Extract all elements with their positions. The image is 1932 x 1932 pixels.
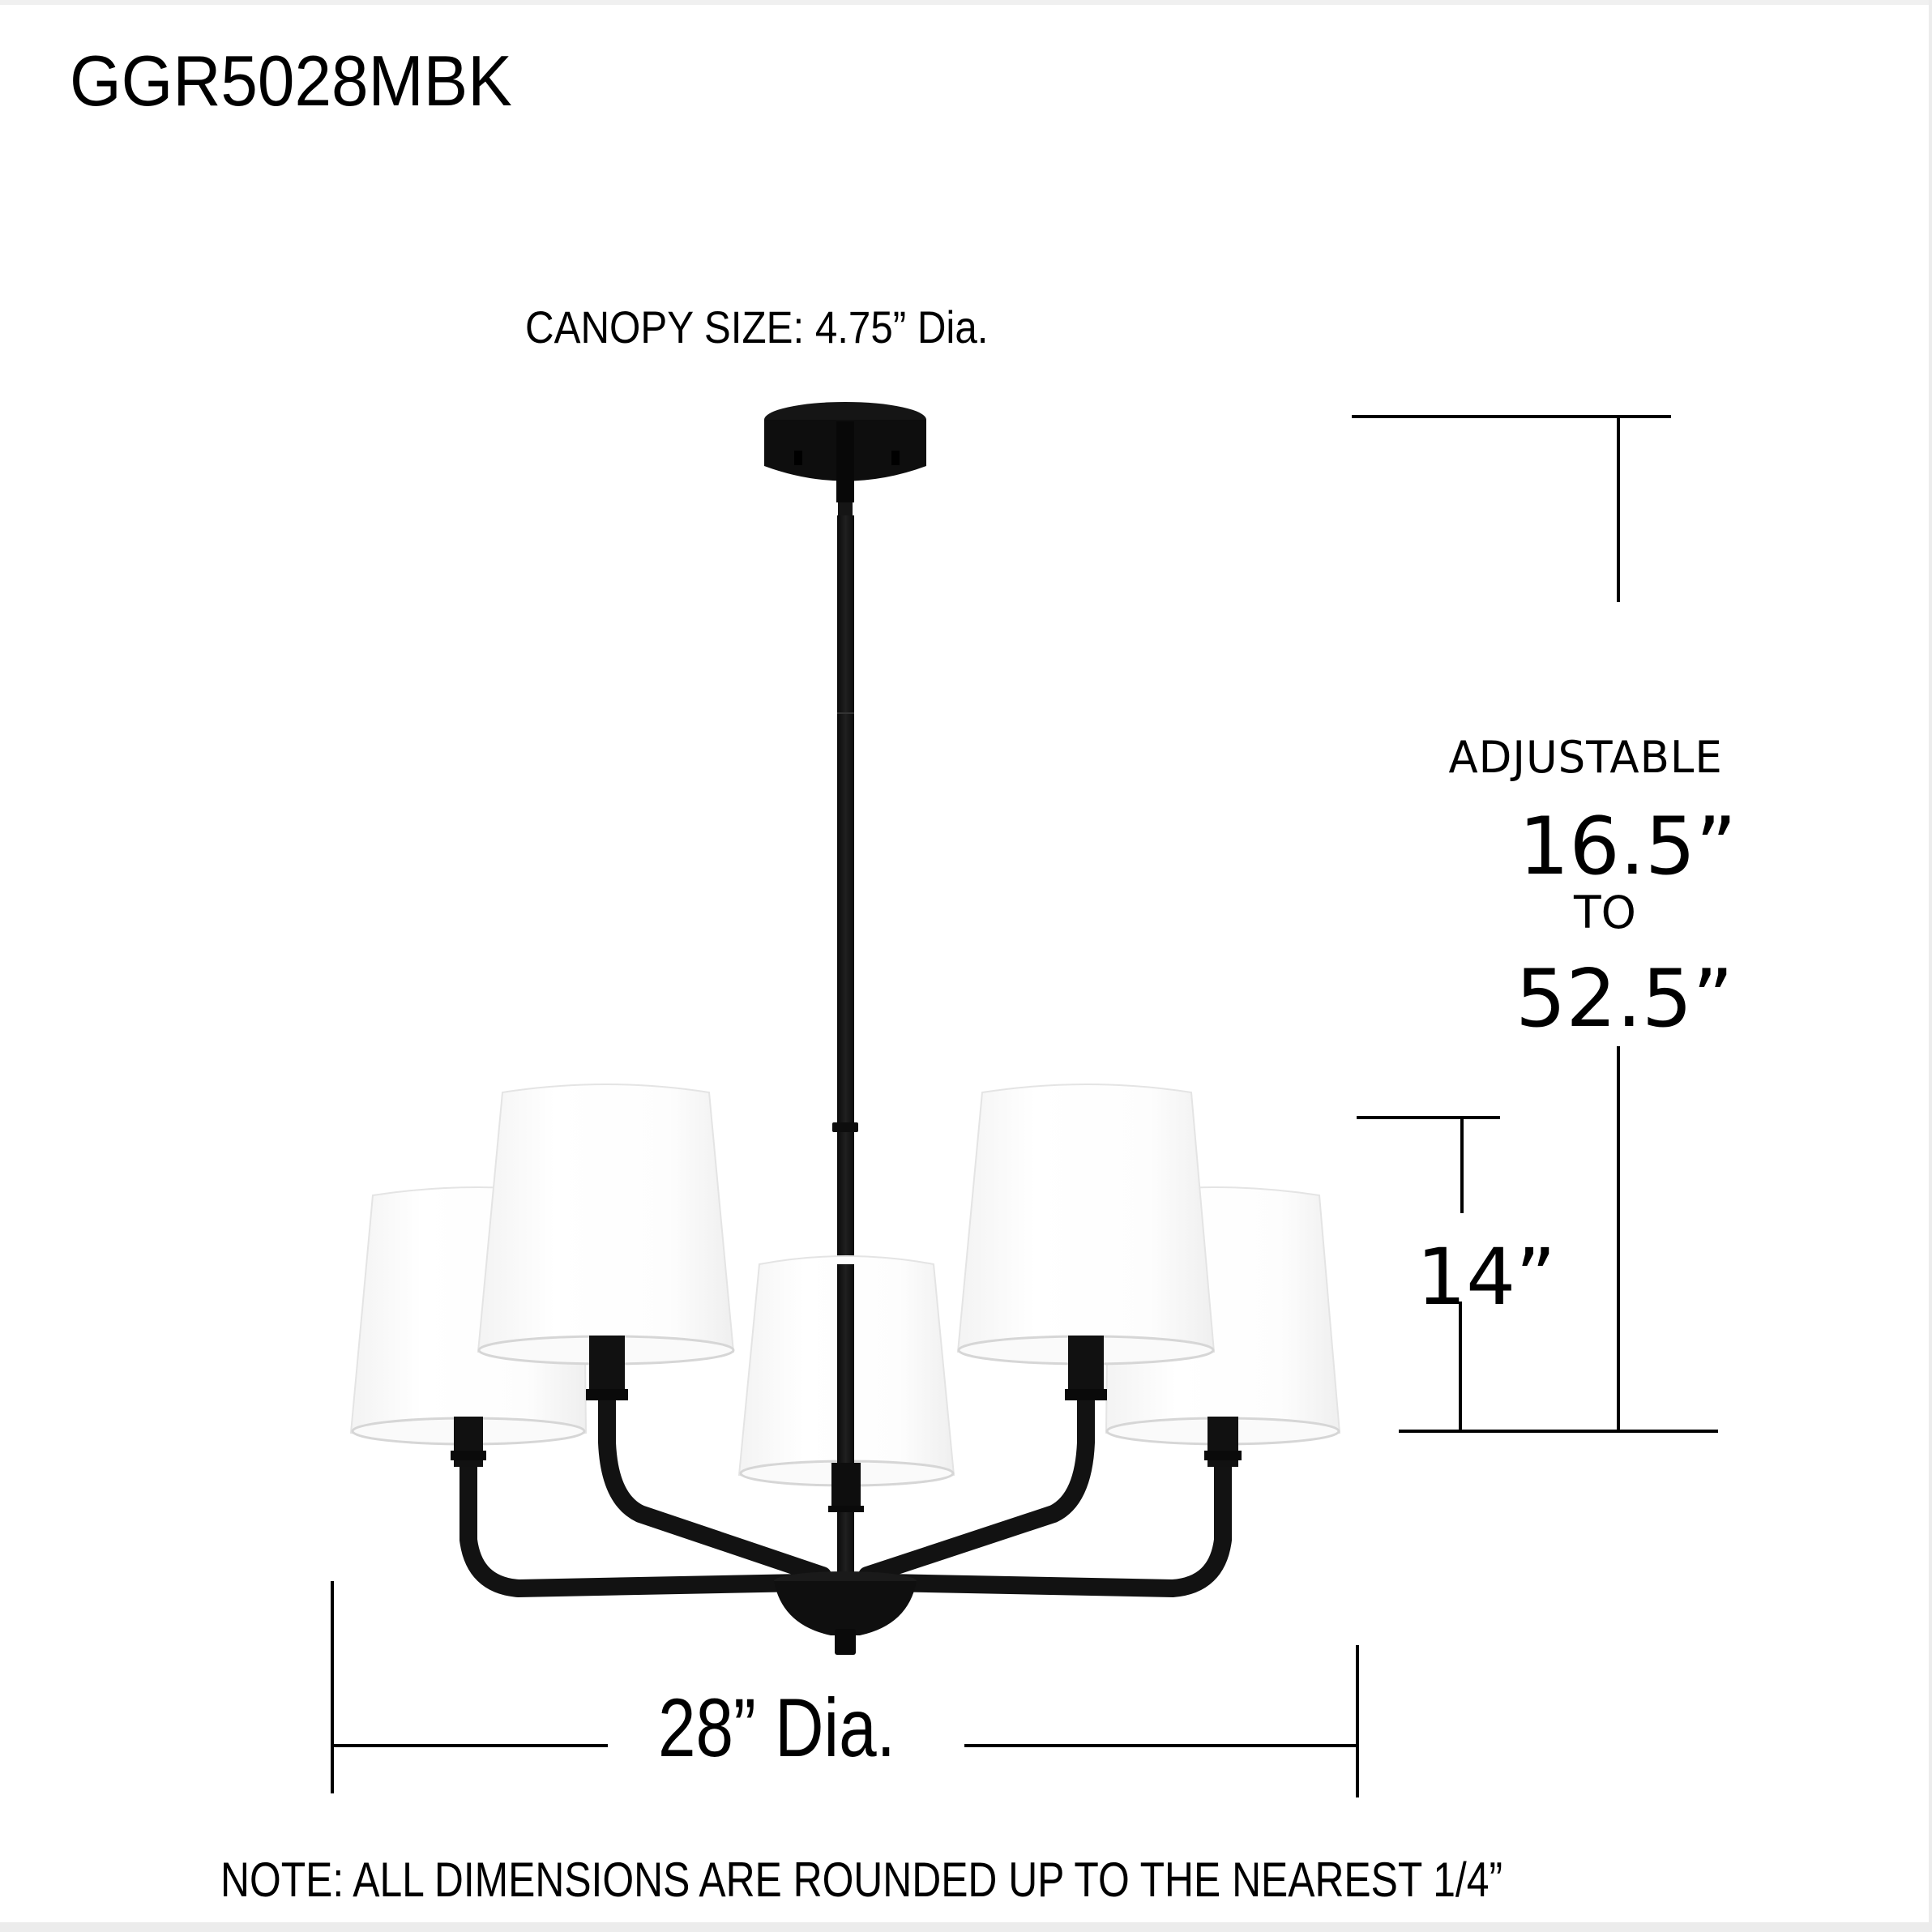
dimension-lines	[331, 415, 1718, 1797]
lamp-shade-inner-right	[956, 1084, 1216, 1366]
socket-inner-left	[586, 1336, 628, 1400]
top-border	[0, 0, 1932, 5]
fixture-height-value: 14”	[1417, 1232, 1556, 1323]
diameter-value: 28” Dia.	[658, 1682, 895, 1774]
adjustable-label: ADJUSTABLE	[1448, 732, 1723, 783]
lamp-shade-inner-left	[477, 1084, 735, 1366]
center-hub	[774, 1571, 917, 1655]
socket-inner-right	[1065, 1336, 1107, 1400]
dimensions-note: NOTE: ALL DIMENSIONS ARE ROUNDED UP TO T…	[220, 1853, 1503, 1907]
canopy-size-label: CANOPY SIZE: 4.75” Dia.	[525, 301, 989, 353]
lamp-shade-center	[737, 1255, 955, 1512]
overall-height-min: 16.5”	[1519, 801, 1737, 893]
arms	[459, 1391, 1232, 1598]
range-separator: TO	[1574, 887, 1636, 938]
model-number: GGR5028MBK	[70, 41, 512, 121]
overall-height-max: 52.5”	[1515, 953, 1733, 1045]
bottom-border	[0, 1922, 1932, 1932]
socket-outer-right	[1204, 1417, 1242, 1467]
socket-outer-left	[451, 1417, 486, 1467]
canopy	[764, 402, 926, 517]
right-border	[1929, 0, 1932, 1932]
